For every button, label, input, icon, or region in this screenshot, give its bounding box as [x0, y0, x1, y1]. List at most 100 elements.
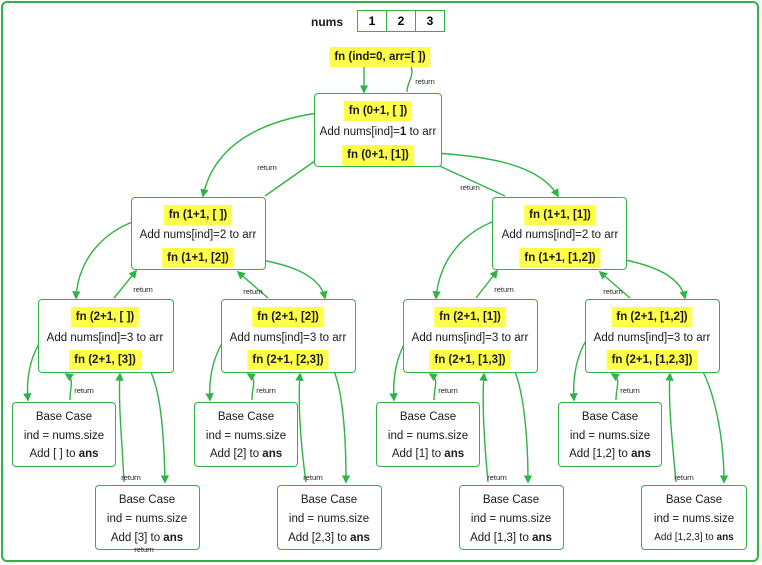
- base-case-1-add: Add [ ] to ans: [29, 447, 98, 461]
- nums-cell-0: 1: [357, 10, 387, 32]
- call-to-base-8-arrow: [691, 357, 729, 484]
- base-case-2-add: Add [3] to ans: [111, 531, 183, 545]
- return-label: return: [438, 386, 458, 395]
- base-case-4-title: Base Case: [300, 494, 358, 506]
- return-label: return: [256, 386, 276, 395]
- return-label: return: [460, 183, 480, 192]
- base-case-2-add-text: Add [3] to: [110, 532, 164, 544]
- nums-cell-2: 3: [415, 10, 445, 32]
- base-case-8-cond: ind = nums.size: [653, 513, 735, 525]
- base-case-2: [95, 485, 200, 550]
- level2-b-header: fn (2+1, [2]): [252, 307, 324, 327]
- return-from-base-6-arrow: [479, 372, 489, 483]
- return-label: return: [674, 473, 694, 482]
- return-from-base-7-arrow: [610, 373, 620, 401]
- return-label: return: [487, 473, 507, 482]
- base-case-4-cond: ind = nums.size: [288, 513, 370, 525]
- base-case-2-title: Base Case: [118, 494, 176, 506]
- return-from-base-3-arrow: [246, 373, 256, 401]
- nums-cell-1: 2: [386, 10, 416, 32]
- base-case-7-cond: ind = nums.size: [569, 430, 651, 442]
- return-from-base-8-arrow: [665, 372, 677, 483]
- level1-right-action: Add nums[ind]=2 to arr: [501, 229, 619, 241]
- level0-action-value: 1: [399, 126, 407, 138]
- base-case-4: [277, 485, 382, 550]
- return-label: return: [415, 77, 435, 86]
- return-from-level1-left-arrow: [264, 155, 324, 197]
- base-case-7-add-text: Add [1,2] to: [569, 448, 632, 460]
- base-case-8-add: Add [1,2,3] to ans: [654, 531, 734, 545]
- base-case-7-add: Add [1,2] to ans: [569, 447, 651, 461]
- level1-right-sub: fn (1+1, [1,2]): [519, 248, 601, 268]
- level2-d-action: Add nums[ind]=3 to arr: [593, 332, 711, 344]
- return-label: return: [257, 163, 277, 172]
- base-case-5-title: Base Case: [399, 411, 457, 423]
- base-case-1-add-text: Add [ ] to: [29, 448, 79, 460]
- level0-action-suffix: to arr: [406, 126, 437, 138]
- base-case-6: [459, 485, 564, 550]
- level2-d-header: fn (2+1, [1,2]): [611, 307, 693, 327]
- base-case-5: [376, 402, 480, 467]
- call-to-base-2-arrow: [139, 357, 170, 484]
- base-case-1-add-bold: ans: [78, 448, 99, 460]
- level2-d-sub: fn (2+1, [1,2,3]): [606, 350, 698, 370]
- base-case-2-cond: ind = nums.size: [106, 513, 188, 525]
- level2-a-sub: fn (2+1, [3]): [69, 350, 141, 370]
- root-call: fn (ind=0, arr=[ ]): [329, 47, 431, 67]
- level1-right-header: fn (1+1, [1]): [524, 205, 596, 225]
- base-case-6-cond: ind = nums.size: [470, 513, 552, 525]
- base-case-7-add-bold: ans: [631, 448, 651, 460]
- level0-sub: fn (0+1, [1]): [342, 145, 414, 165]
- base-case-7: [558, 402, 662, 467]
- return-label: return: [121, 473, 141, 482]
- level1-left-action: Add nums[ind]=2 to arr: [139, 229, 257, 241]
- base-case-5-add: Add [1] to ans: [392, 447, 464, 461]
- call-to-base-4-arrow: [324, 357, 351, 484]
- base-case-6-add-text: Add [1,3] to: [470, 532, 533, 544]
- base-case-3-add: Add [2] to ans: [210, 447, 282, 461]
- base-case-1: [12, 402, 116, 467]
- return-label: return: [134, 545, 154, 554]
- level2-b-action: Add nums[ind]=3 to arr: [229, 332, 347, 344]
- level0-action: Add nums[ind]=1 to arr: [320, 125, 437, 139]
- base-case-3-title: Base Case: [217, 411, 275, 423]
- base-case-5-add-text: Add [1] to: [391, 448, 445, 460]
- nums-label: nums: [310, 15, 344, 29]
- base-case-6-title: Base Case: [482, 494, 540, 506]
- level0-header: fn (0+1, [ ]): [343, 101, 413, 121]
- base-case-1-cond: ind = nums.size: [23, 430, 105, 442]
- base-case-4-add-text: Add [2,3] to: [288, 532, 351, 544]
- base-case-5-cond: ind = nums.size: [387, 430, 469, 442]
- base-case-8-add-text: Add [1,2,3] to: [654, 532, 717, 543]
- return-from-base-5-arrow: [428, 373, 438, 401]
- base-case-4-add: Add [2,3] to ans: [288, 531, 370, 545]
- base-case-6-add-bold: ans: [532, 532, 552, 544]
- return-from-level2-c-arrow: [475, 269, 499, 299]
- call-to-base-6-arrow: [505, 357, 533, 484]
- base-case-8: [641, 485, 747, 550]
- return-label: return: [74, 386, 94, 395]
- base-case-3-add-bold: ans: [262, 448, 283, 460]
- level1-left-header: fn (1+1, [ ]): [163, 205, 233, 225]
- level2-a-action: Add nums[ind]=3 to arr: [46, 332, 164, 344]
- return-from-level2-a-arrow: [113, 269, 138, 299]
- level2-c-action: Add nums[ind]=3 to arr: [411, 332, 529, 344]
- return-from-level2-d-arrow: [598, 270, 631, 299]
- return-label: return: [303, 473, 323, 482]
- level2-a-header: fn (2+1, [ ]): [70, 307, 140, 327]
- base-case-2-add-bold: ans: [163, 532, 184, 544]
- base-case-6-add: Add [1,3] to ans: [470, 531, 552, 545]
- base-case-8-add-bold: ans: [716, 532, 734, 543]
- base-case-7-title: Base Case: [581, 411, 639, 423]
- return-label: return: [620, 386, 640, 395]
- level0-action-prefix: Add nums[ind]=: [319, 126, 400, 138]
- return-label: return: [243, 287, 263, 296]
- base-case-5-add-bold: ans: [444, 448, 465, 460]
- level2-c-header: fn (2+1, [1]): [434, 307, 506, 327]
- base-case-3-add-text: Add [2] to: [209, 448, 263, 460]
- base-case-3-cond: ind = nums.size: [205, 430, 287, 442]
- level2-b-sub: fn (2+1, [2,3]): [247, 350, 329, 370]
- return-label: return: [494, 285, 514, 294]
